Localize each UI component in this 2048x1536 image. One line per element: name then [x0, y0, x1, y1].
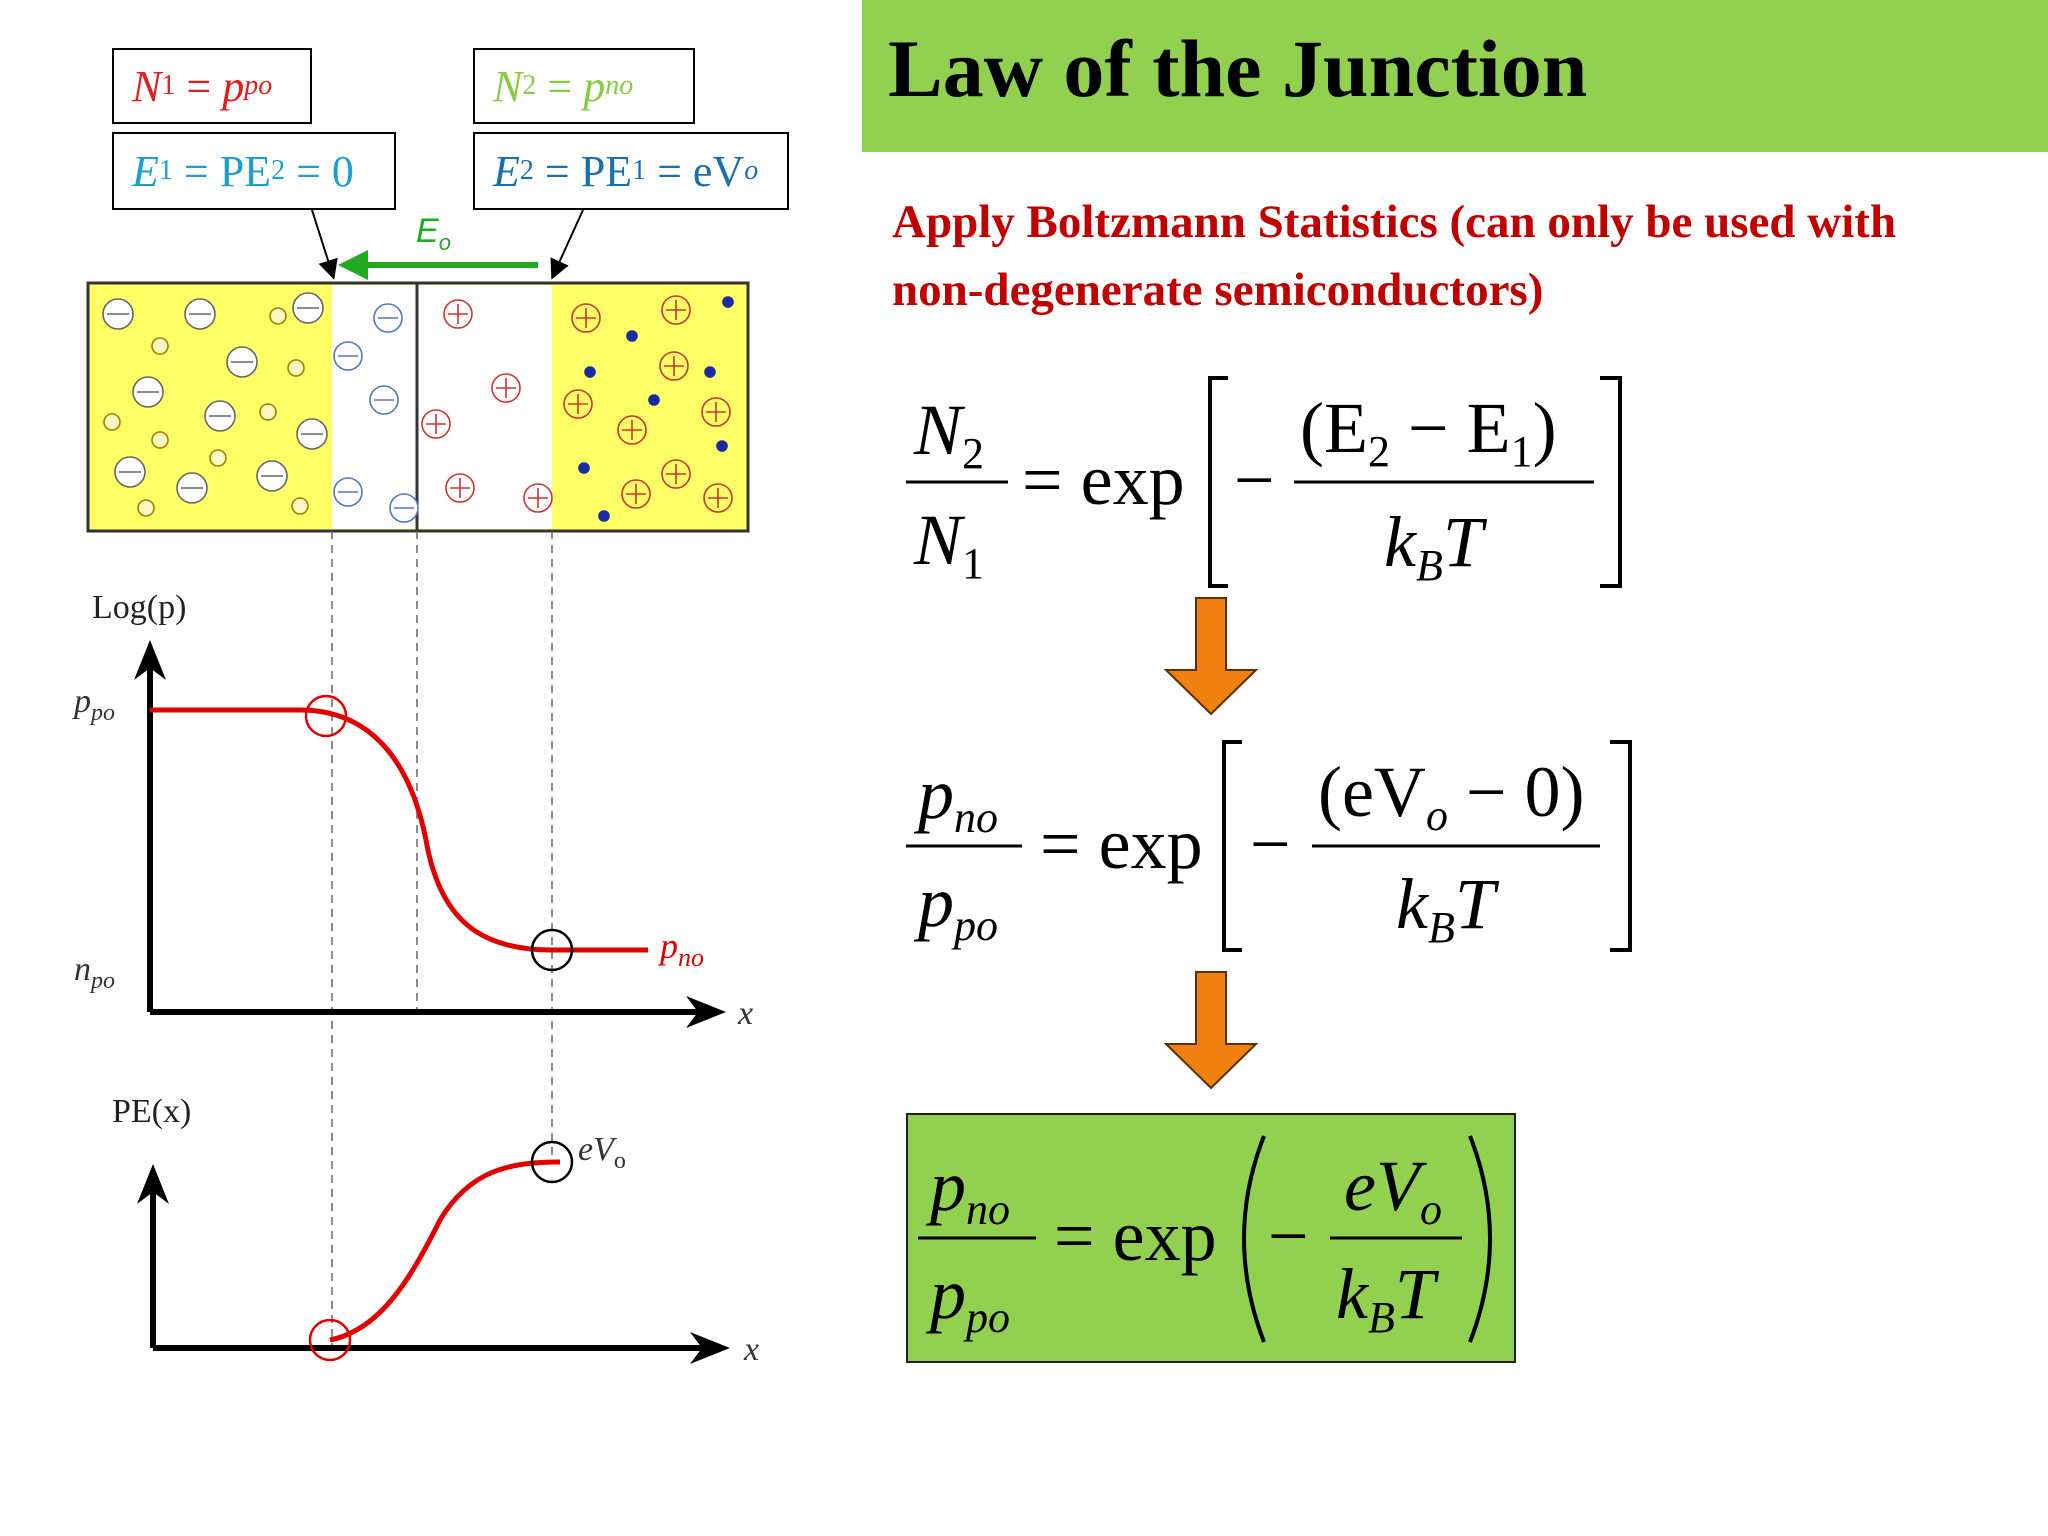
- equation-1: N2 N1 = exp − (E2 − E1) kBT: [906, 376, 1622, 590]
- donor-ion: [617, 415, 647, 445]
- svg-text:−: −: [1234, 440, 1275, 520]
- pointer-arrow-left: [311, 209, 338, 280]
- electron: [598, 510, 610, 522]
- logp-curve: [150, 707, 648, 953]
- electron: [716, 440, 728, 452]
- svg-text:= exp: = exp: [1040, 804, 1203, 884]
- logp-marker-right: [530, 928, 574, 972]
- hole: [259, 403, 277, 421]
- hole: [137, 499, 155, 517]
- donor-ion: [701, 397, 731, 427]
- svg-text:N2: N2: [913, 390, 984, 478]
- donor-ion: [523, 483, 553, 513]
- hole: [151, 431, 169, 449]
- svg-text:kBT: kBT: [1396, 864, 1500, 952]
- down-arrow-2: [1163, 971, 1259, 1090]
- slide-subtitle: Apply Boltzmann Statistics (can only be …: [892, 196, 1897, 316]
- pe-curve: [329, 1159, 561, 1343]
- electron: [648, 394, 660, 406]
- svg-text:ppo: ppo: [913, 862, 998, 950]
- donor-ion: [703, 483, 733, 513]
- svg-text:pno: pno: [913, 754, 998, 842]
- donor-ion: [571, 303, 601, 333]
- label-npo: npo: [74, 951, 115, 994]
- logp-axis-label: Log(p): [92, 589, 186, 626]
- svg-text:ppo: ppo: [925, 1254, 1010, 1342]
- field-label: Eo: [416, 212, 451, 255]
- equation-2: pno ppo = exp − (eVo − 0) kBT: [906, 740, 1632, 952]
- field-arrow: [338, 250, 538, 280]
- svg-text:−: −: [1250, 804, 1291, 884]
- svg-text:kBT: kBT: [1384, 502, 1488, 590]
- electron: [578, 462, 590, 474]
- svg-text:kBT: kBT: [1336, 1254, 1440, 1342]
- hole: [269, 307, 287, 325]
- donor-ion: [491, 373, 521, 403]
- hole: [151, 337, 169, 355]
- donor-ion: [443, 299, 473, 329]
- electron: [584, 366, 596, 378]
- down-arrow-1: [1163, 597, 1259, 716]
- hole: [103, 413, 121, 431]
- pointer-arrow-right: [550, 209, 584, 280]
- hole: [287, 359, 305, 377]
- svg-text:N1: N1: [913, 500, 984, 588]
- donor-ion: [661, 459, 691, 489]
- label-ppo: ppo: [72, 683, 115, 726]
- hole: [291, 497, 309, 515]
- svg-text:(E2 − E1): (E2 − E1): [1300, 388, 1557, 476]
- logp-axes: [134, 640, 726, 1028]
- label-eVo: eVo: [578, 1131, 626, 1174]
- donor-ion: [621, 479, 651, 509]
- pe-axis-label: PE(x): [112, 1093, 191, 1130]
- logp-x-label: x: [737, 995, 753, 1032]
- donor-ion: [445, 473, 475, 503]
- donor-ion: [659, 351, 689, 381]
- svg-text:(eVo − 0): (eVo − 0): [1318, 752, 1585, 840]
- pe-x-label: x: [743, 1331, 759, 1368]
- pe-marker-right: [530, 1140, 574, 1184]
- logp-marker-left: [304, 694, 348, 738]
- label-pno: pno: [657, 926, 704, 972]
- guide-lines: [331, 531, 553, 1345]
- equation-3: pno ppo = exp − eVo kBT: [918, 1135, 1492, 1343]
- slide-title: Law of the Junction: [888, 23, 1588, 114]
- pe-axes: [137, 1164, 730, 1364]
- svg-text:= exp: = exp: [1022, 440, 1185, 520]
- title-bar: [862, 0, 2048, 152]
- carriers: [102, 292, 734, 523]
- donor-ion: [563, 389, 593, 419]
- pe-marker-left: [308, 1318, 352, 1362]
- svg-text:= exp: = exp: [1054, 1196, 1217, 1276]
- svg-text:eVo: eVo: [1344, 1146, 1442, 1234]
- donor-ion: [661, 295, 691, 325]
- electron: [626, 330, 638, 342]
- svg-text:−: −: [1268, 1196, 1309, 1276]
- hole: [209, 449, 227, 467]
- donor-ion: [421, 409, 451, 439]
- svg-text:pno: pno: [925, 1146, 1010, 1234]
- electron: [722, 296, 734, 308]
- electron: [704, 366, 716, 378]
